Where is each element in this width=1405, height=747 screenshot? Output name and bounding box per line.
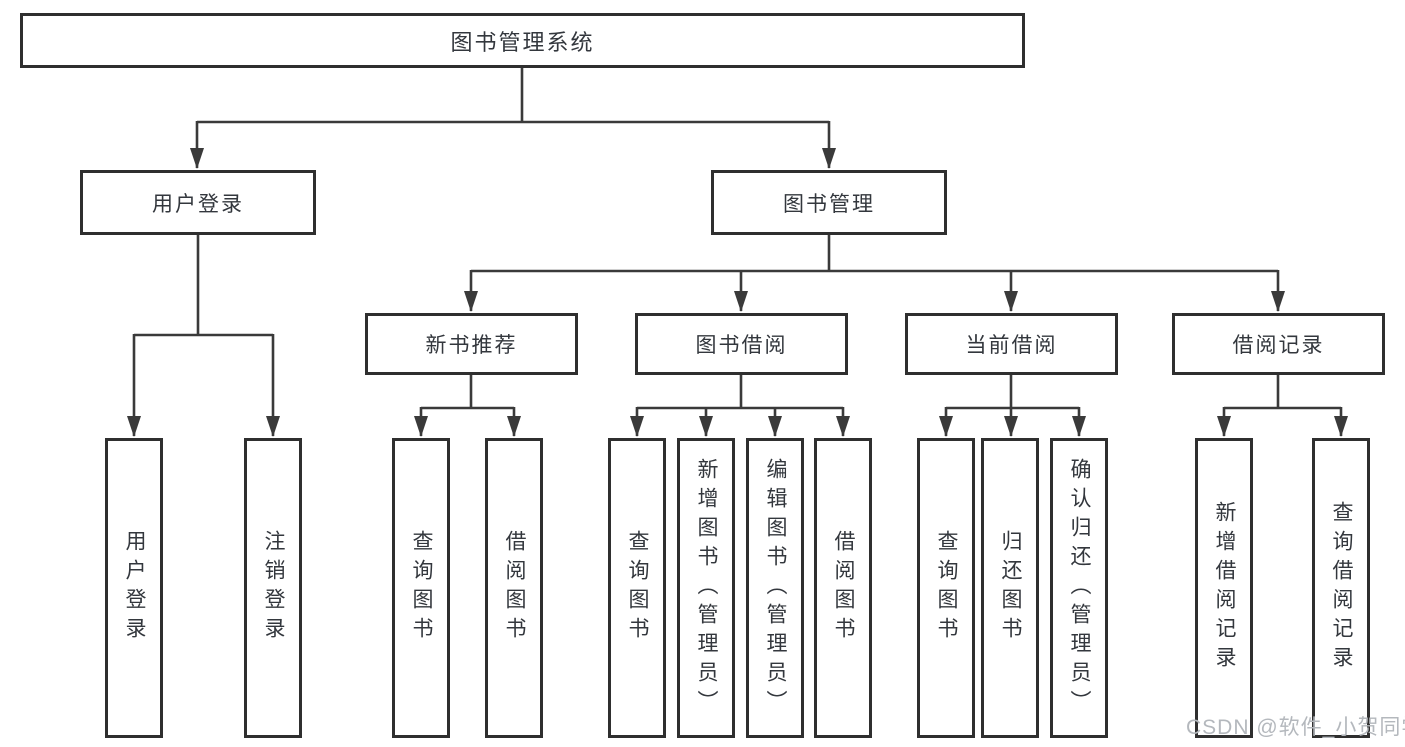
node-current-borrowing: 当前借阅 bbox=[905, 313, 1118, 375]
node-label: 归还图书 bbox=[999, 530, 1022, 646]
node-label: 查询图书 bbox=[626, 530, 649, 646]
node-label: 新增图书（管理员） bbox=[695, 457, 718, 719]
node-label: 查询借阅记录 bbox=[1330, 501, 1353, 675]
leaf-query-books-borrow: 查询图书 bbox=[608, 438, 666, 738]
node-new-book-recommendation: 新书推荐 bbox=[365, 313, 578, 375]
node-user-login: 用户登录 bbox=[80, 170, 316, 235]
leaf-confirm-return-admin: 确认归还（管理员） bbox=[1050, 438, 1108, 738]
node-label: 编辑图书（管理员） bbox=[764, 457, 787, 719]
leaf-edit-books-admin: 编辑图书（管理员） bbox=[746, 438, 804, 738]
leaf-borrow-books-recommend: 借阅图书 bbox=[485, 438, 543, 738]
node-label: 借阅记录 bbox=[1232, 334, 1325, 357]
node-label: 用户登录 bbox=[123, 530, 146, 646]
node-label: 注销登录 bbox=[262, 530, 285, 646]
leaf-query-books-recommend: 查询图书 bbox=[392, 438, 450, 738]
leaf-return-books: 归还图书 bbox=[981, 438, 1039, 738]
node-label: 用户登录 bbox=[152, 192, 244, 216]
node-library-management-system: 图书管理系统 bbox=[20, 13, 1025, 68]
node-label: 图书管理 bbox=[783, 192, 875, 216]
node-label: 查询图书 bbox=[935, 530, 958, 646]
node-label: 图书管理系统 bbox=[450, 29, 595, 55]
leaf-borrow-books: 借阅图书 bbox=[814, 438, 872, 738]
leaf-logout-login: 注销登录 bbox=[244, 438, 302, 738]
node-label: 图书借阅 bbox=[695, 334, 788, 357]
leaf-add-borrow-record: 新增借阅记录 bbox=[1195, 438, 1253, 738]
leaf-user-login: 用户登录 bbox=[105, 438, 163, 738]
leaf-query-books-current: 查询图书 bbox=[917, 438, 975, 738]
node-book-borrowing: 图书借阅 bbox=[635, 313, 848, 375]
node-book-management: 图书管理 bbox=[711, 170, 947, 235]
csdn-watermark: CSDN @软件_小贺同学 bbox=[1186, 716, 1405, 739]
node-label: 确认归还（管理员） bbox=[1068, 457, 1091, 719]
node-label: 借阅图书 bbox=[832, 530, 855, 646]
leaf-add-books-admin: 新增图书（管理员） bbox=[677, 438, 735, 738]
node-label: 新书推荐 bbox=[425, 334, 518, 357]
node-label: 当前借阅 bbox=[965, 334, 1058, 357]
leaf-query-borrow-record: 查询借阅记录 bbox=[1312, 438, 1370, 738]
node-label: 查询图书 bbox=[410, 530, 433, 646]
node-label: 借阅图书 bbox=[503, 530, 526, 646]
node-borrowing-records: 借阅记录 bbox=[1172, 313, 1385, 375]
node-label: 新增借阅记录 bbox=[1213, 501, 1236, 675]
